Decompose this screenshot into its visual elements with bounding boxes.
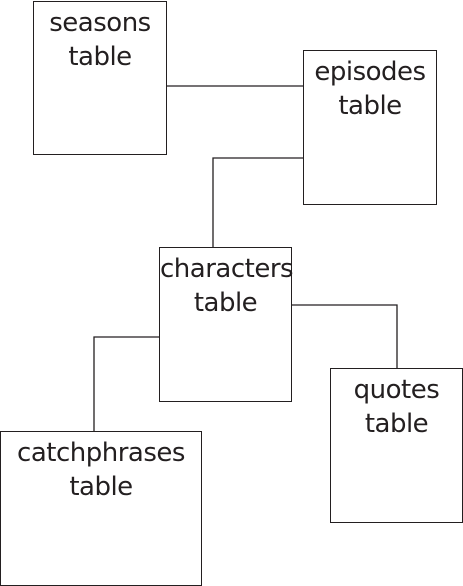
quotes-table-box: quotes table bbox=[330, 368, 463, 523]
seasons-table-label-line2: table bbox=[68, 42, 132, 72]
characters-table-box: characters table bbox=[159, 247, 294, 402]
connector-episodes-characters bbox=[212, 157, 303, 247]
episodes-table-label-line1: episodes bbox=[314, 57, 426, 87]
catchphrases-table-label-line1: catchphrases bbox=[17, 438, 185, 468]
connector-characters-quotes bbox=[292, 304, 398, 368]
episodes-table-label-line2: table bbox=[338, 91, 402, 121]
catchphrases-table-box: catchphrases table bbox=[0, 431, 202, 586]
connector-characters-catchphrases bbox=[93, 336, 159, 431]
quotes-table-label-line1: quotes bbox=[353, 375, 440, 405]
seasons-table-label-line1: seasons bbox=[49, 8, 151, 38]
episodes-table-box: episodes table bbox=[303, 50, 437, 205]
catchphrases-table-label-line2: table bbox=[69, 472, 133, 502]
quotes-table-label-line2: table bbox=[364, 409, 429, 439]
characters-table-label-line2: table bbox=[193, 288, 258, 318]
seasons-table-box: seasons table bbox=[33, 1, 167, 155]
characters-table-label-line1: characters bbox=[160, 254, 294, 284]
